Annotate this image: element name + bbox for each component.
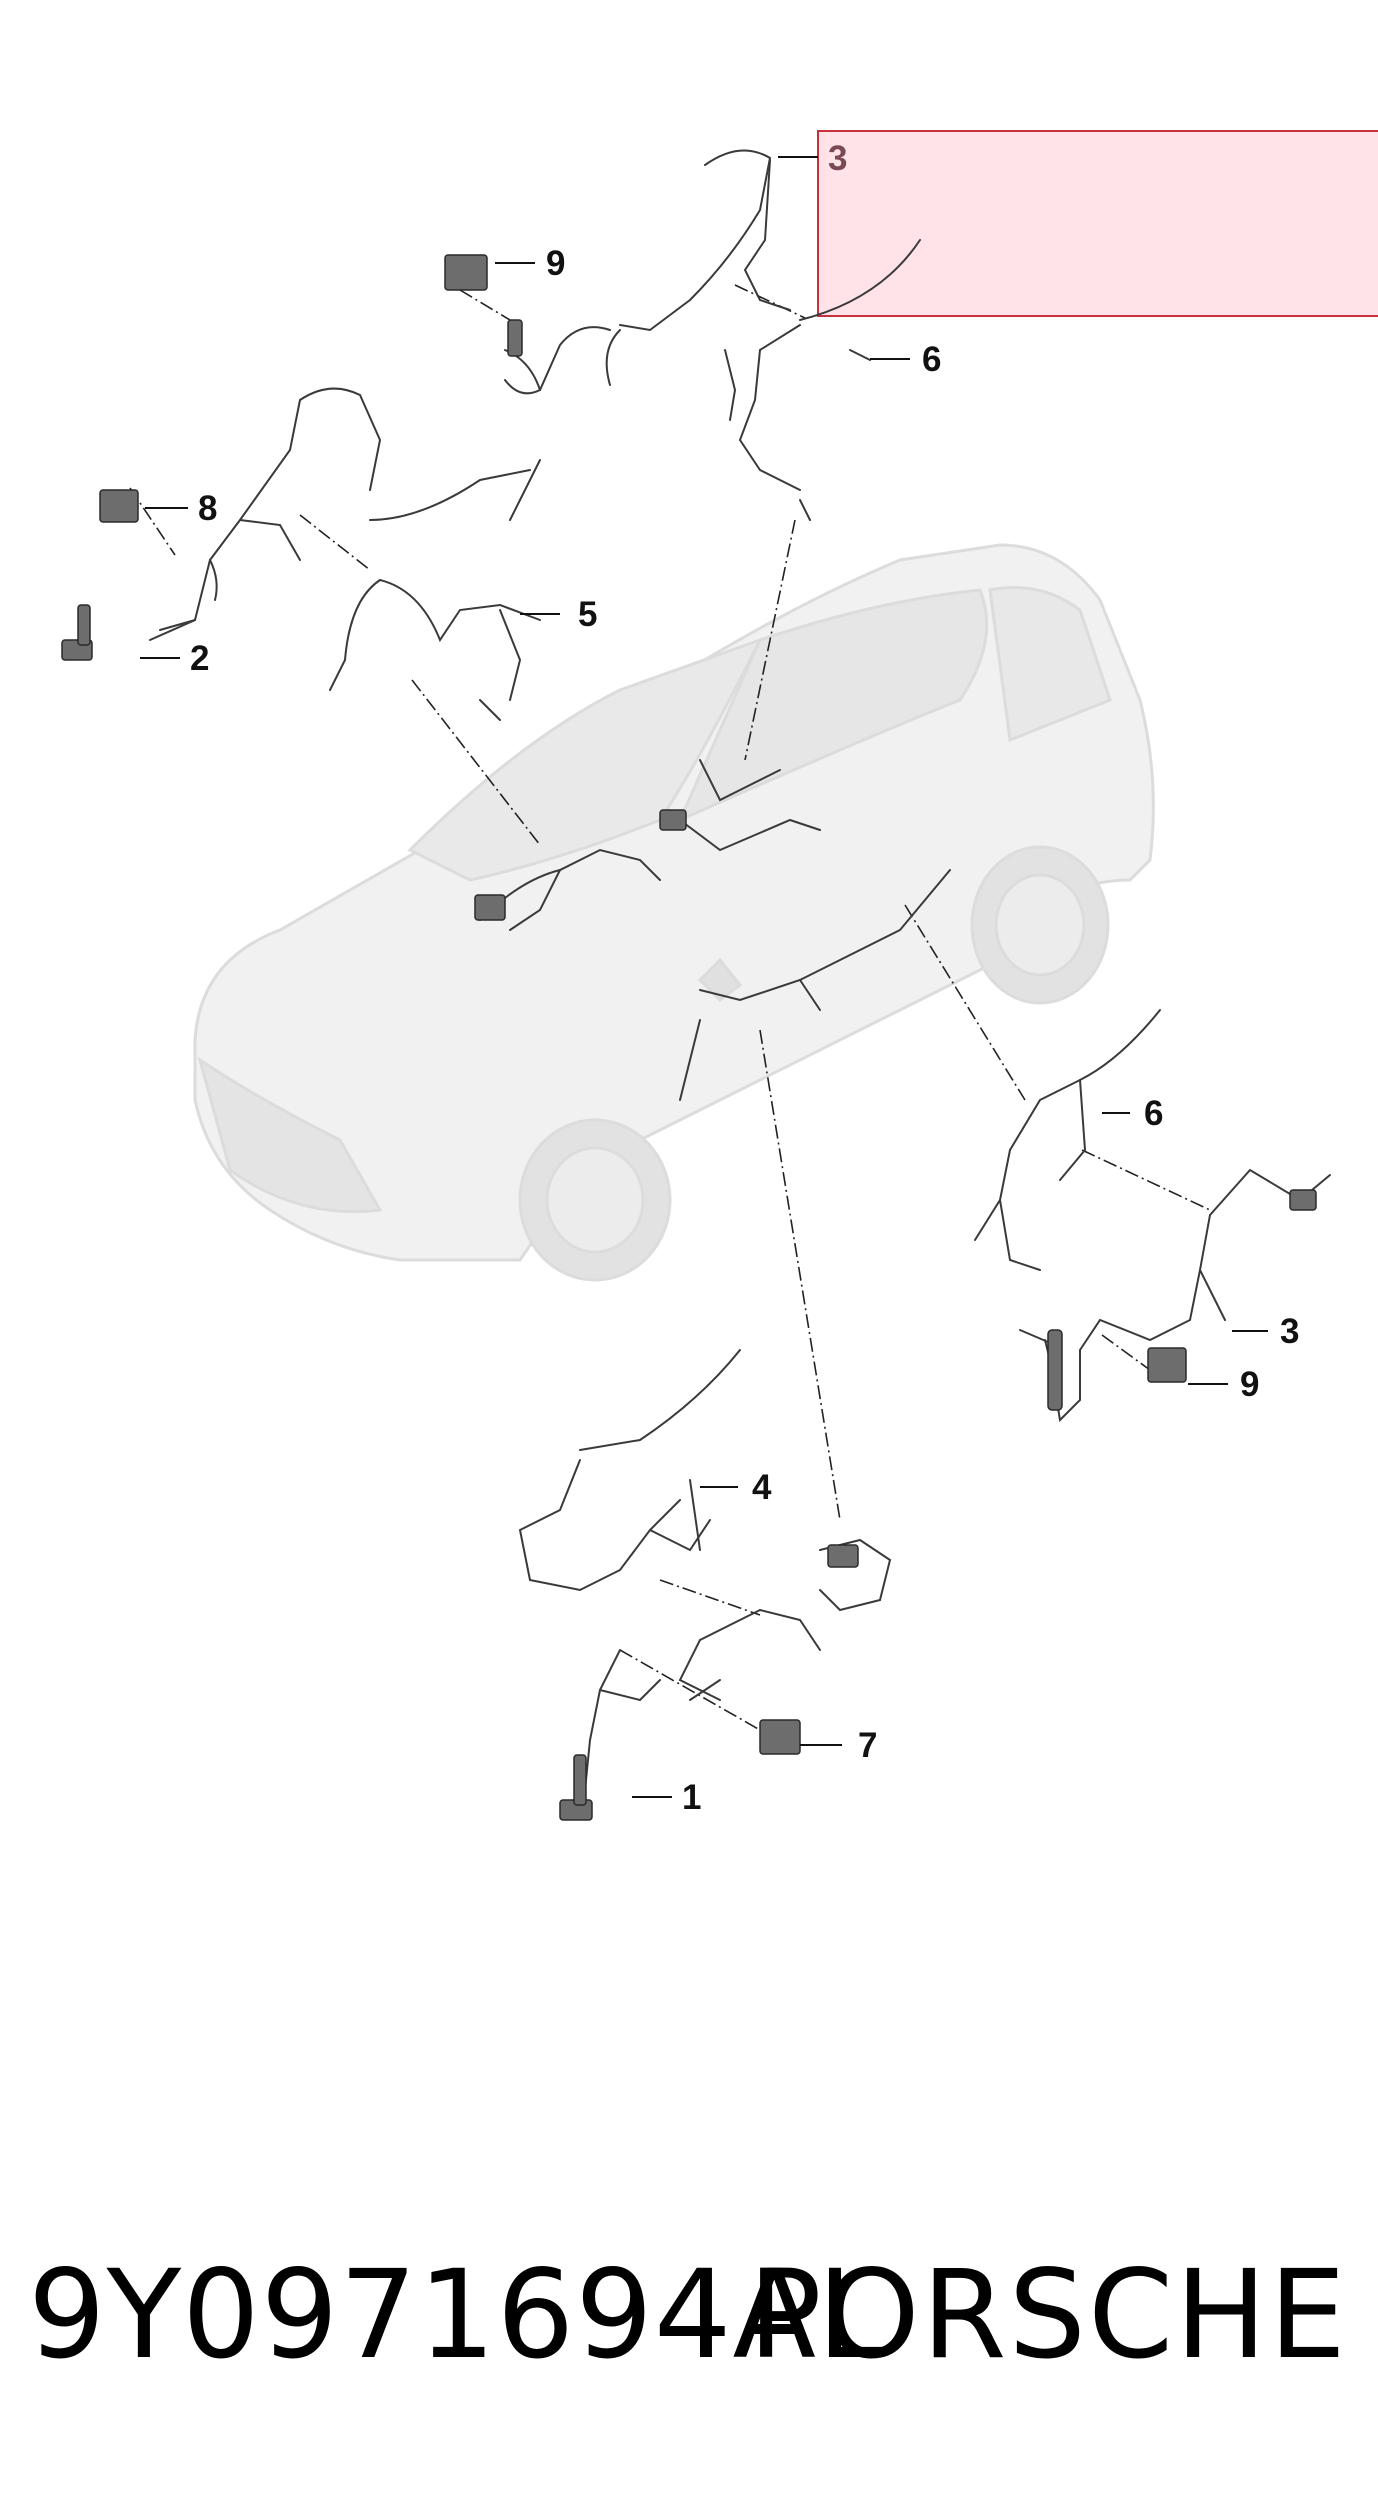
callout-3-top[interactable]: 3: [828, 139, 847, 178]
callout-7[interactable]: 7: [858, 1726, 877, 1765]
module-9-top: [444, 254, 488, 291]
callout-8[interactable]: 8: [198, 489, 217, 528]
callout-labels: 3 9 6 8 5 2 6 3 9 4 7 1: [190, 139, 1299, 1817]
callout-1[interactable]: 1: [682, 1778, 701, 1817]
module-8: [99, 489, 139, 523]
module-parts: [61, 254, 1317, 1821]
module-7: [759, 1719, 801, 1755]
callout-2[interactable]: 2: [190, 639, 209, 678]
callout-9-right[interactable]: 9: [1240, 1365, 1259, 1404]
callout-5[interactable]: 5: [578, 595, 597, 634]
module-9-right: [1147, 1347, 1187, 1383]
wiring-harness-sketches: [149, 149, 1331, 1811]
callout-ticks: [140, 156, 1268, 1798]
highlight-box[interactable]: [817, 130, 1378, 317]
brand-name: PORSCHE: [748, 2244, 1348, 2386]
callout-6-right[interactable]: 6: [1144, 1094, 1163, 1133]
callout-4[interactable]: 4: [752, 1468, 772, 1507]
part-number: 9Y0971694AL: [28, 2244, 886, 2386]
caption-bar: 9Y0971694AL PORSCHE: [0, 2230, 1378, 2400]
callout-3-right[interactable]: 3: [1280, 1312, 1299, 1351]
callout-6-top[interactable]: 6: [922, 340, 941, 379]
callout-9-top[interactable]: 9: [546, 244, 565, 283]
vehicle-silhouette: [193, 543, 1155, 1282]
